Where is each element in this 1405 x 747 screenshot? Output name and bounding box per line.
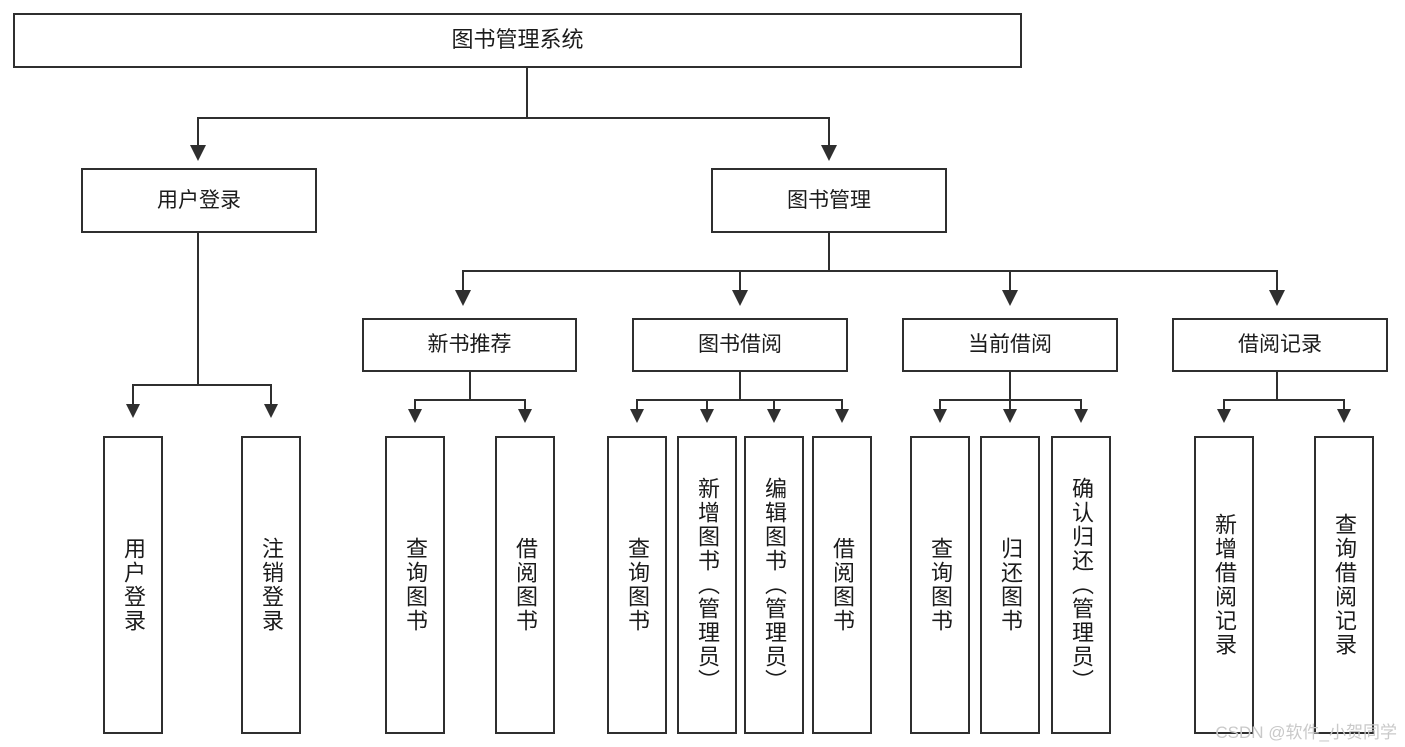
node-book-borrow[interactable]: 图书借阅 (632, 318, 848, 372)
connector-br-stem (1276, 372, 1278, 400)
leaf-query-book-2-label: 查询图书 (624, 537, 650, 633)
node-borrow-record[interactable]: 借阅记录 (1172, 318, 1388, 372)
leaf-borrow-book-1[interactable]: 借阅图书 (495, 436, 555, 734)
node-borrow-record-label: 借阅记录 (1238, 333, 1322, 357)
leaf-query-book-2[interactable]: 查询图书 (607, 436, 667, 734)
leaf-user-login[interactable]: 用户登录 (103, 436, 163, 734)
connector-cb-stem (1009, 372, 1011, 400)
connector-book-manage-drop-3 (1009, 270, 1011, 292)
leaf-user-login-label: 用户登录 (120, 537, 146, 633)
connector-bb-drop-2 (706, 399, 708, 411)
connector-book-manage-drop-1 (462, 270, 464, 292)
connector-root-stem (526, 68, 528, 118)
leaf-borrow-book-2-label: 借阅图书 (829, 537, 855, 633)
connector-book-manage-stem (828, 233, 830, 271)
node-user-login-label: 用户登录 (157, 188, 241, 212)
connector-user-login-drop-2 (270, 384, 272, 406)
node-new-book-recommend-label: 新书推荐 (427, 333, 512, 357)
leaf-query-record-label: 查询借阅记录 (1331, 513, 1357, 657)
arrowhead-current-borrow (1002, 290, 1018, 306)
node-root[interactable]: 图书管理系统 (13, 13, 1022, 68)
connector-user-login-stem (197, 233, 199, 385)
connector-br-drop-2 (1343, 399, 1345, 411)
connector-bb-drop-3 (773, 399, 775, 411)
connector-book-manage-drop-2 (739, 270, 741, 292)
leaf-add-book-label: 新增图书（管理员） (694, 477, 720, 693)
connector-nbr-stem (469, 372, 471, 400)
csdn-watermark: CSDN @软件_小贺同学 (1215, 723, 1397, 742)
node-root-label: 图书管理系统 (451, 27, 584, 53)
arrowhead-leaf-edit-book (767, 409, 781, 423)
connector-root-bus (198, 117, 830, 119)
node-book-borrow-label: 图书借阅 (698, 333, 782, 357)
arrowhead-leaf-confirm-return (1074, 409, 1088, 423)
arrowhead-book-borrow (732, 290, 748, 306)
arrowhead-leaf-borrow-book-1 (518, 409, 532, 423)
connector-bb-stem (739, 372, 741, 400)
connector-cb-drop-1 (939, 399, 941, 411)
arrowhead-book-manage (821, 145, 837, 161)
arrowhead-new-book-recommend (455, 290, 471, 306)
node-book-manage[interactable]: 图书管理 (711, 168, 947, 233)
leaf-borrow-book-2[interactable]: 借阅图书 (812, 436, 872, 734)
arrowhead-leaf-add-record (1217, 409, 1231, 423)
leaf-query-book-3[interactable]: 查询图书 (910, 436, 970, 734)
arrowhead-leaf-return-book (1003, 409, 1017, 423)
connector-bb-drop-4 (841, 399, 843, 411)
leaf-add-record-label: 新增借阅记录 (1211, 513, 1237, 657)
connector-cb-drop-2 (1009, 399, 1011, 411)
leaf-query-record[interactable]: 查询借阅记录 (1314, 436, 1374, 734)
arrowhead-user-login (190, 145, 206, 161)
leaf-confirm-return-label: 确认归还（管理员） (1068, 477, 1094, 693)
leaf-edit-book-label: 编辑图书（管理员） (761, 477, 787, 693)
arrowhead-leaf-add-book (700, 409, 714, 423)
connector-root-to-book-manage (828, 117, 830, 147)
node-current-borrow[interactable]: 当前借阅 (902, 318, 1118, 372)
node-user-login[interactable]: 用户登录 (81, 168, 317, 233)
leaf-query-book-3-label: 查询图书 (927, 537, 953, 633)
connector-user-login-drop-1 (132, 384, 134, 406)
arrowhead-leaf-query-book-2 (630, 409, 644, 423)
leaf-confirm-return[interactable]: 确认归还（管理员） (1051, 436, 1111, 734)
connector-cb-bus (940, 399, 1082, 401)
connector-book-manage-bus (463, 270, 1277, 272)
leaf-user-logout[interactable]: 注销登录 (241, 436, 301, 734)
leaf-return-book-label: 归还图书 (997, 537, 1023, 633)
leaf-user-logout-label: 注销登录 (258, 537, 284, 633)
connector-book-manage-drop-4 (1276, 270, 1278, 292)
arrowhead-leaf-user-logout (264, 404, 278, 418)
connector-br-drop-1 (1223, 399, 1225, 411)
connector-bb-bus (637, 399, 843, 401)
connector-nbr-drop-1 (414, 399, 416, 411)
connector-root-to-user-login (197, 117, 199, 147)
connector-user-login-bus (133, 384, 271, 386)
node-book-manage-label: 图书管理 (787, 188, 871, 212)
connector-bb-drop-1 (636, 399, 638, 411)
arrowhead-leaf-borrow-book-2 (835, 409, 849, 423)
connector-br-bus (1224, 399, 1344, 401)
leaf-query-book-1[interactable]: 查询图书 (385, 436, 445, 734)
leaf-add-record[interactable]: 新增借阅记录 (1194, 436, 1254, 734)
arrowhead-leaf-query-record (1337, 409, 1351, 423)
arrowhead-leaf-user-login (126, 404, 140, 418)
leaf-edit-book[interactable]: 编辑图书（管理员） (744, 436, 804, 734)
leaf-add-book[interactable]: 新增图书（管理员） (677, 436, 737, 734)
arrowhead-leaf-query-book-1 (408, 409, 422, 423)
arrowhead-borrow-record (1269, 290, 1285, 306)
node-current-borrow-label: 当前借阅 (968, 333, 1052, 357)
arrowhead-leaf-query-book-3 (933, 409, 947, 423)
leaf-query-book-1-label: 查询图书 (402, 537, 428, 633)
leaf-borrow-book-1-label: 借阅图书 (512, 537, 538, 633)
leaf-return-book[interactable]: 归还图书 (980, 436, 1040, 734)
connector-nbr-bus (415, 399, 525, 401)
connector-nbr-drop-2 (524, 399, 526, 411)
connector-cb-drop-3 (1080, 399, 1082, 411)
node-new-book-recommend[interactable]: 新书推荐 (362, 318, 577, 372)
